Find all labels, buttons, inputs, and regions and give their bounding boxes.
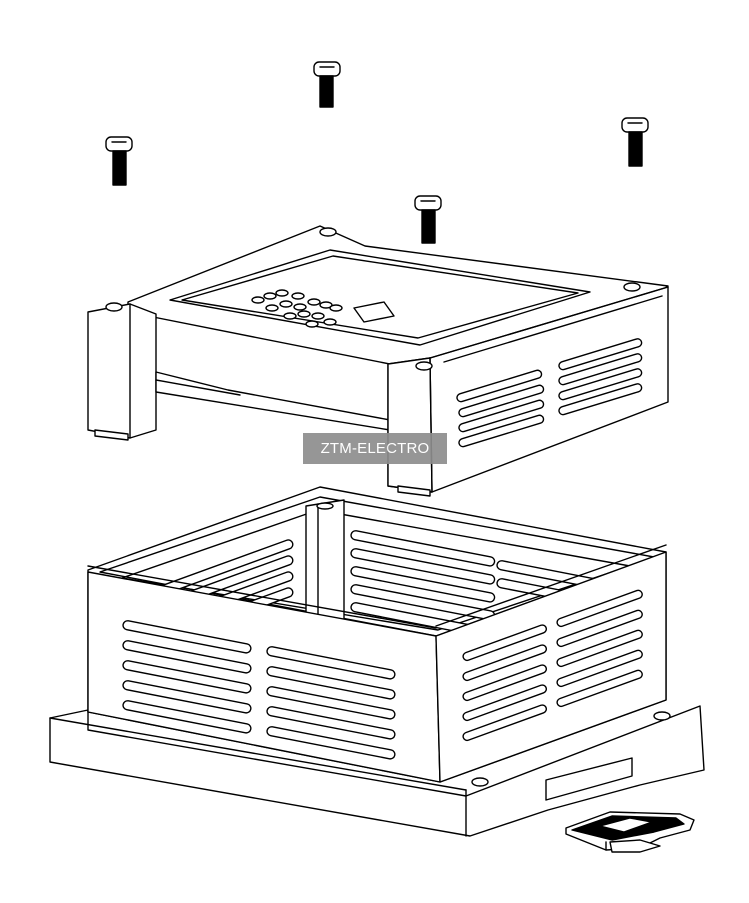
enclosure-lid bbox=[87, 225, 669, 497]
enclosure-base bbox=[49, 486, 705, 837]
screw-1 bbox=[313, 61, 341, 108]
screw-3 bbox=[621, 117, 649, 167]
screw-2 bbox=[105, 136, 133, 186]
watermark-label: ZTM-ELECTRO bbox=[303, 433, 447, 464]
screw-4 bbox=[414, 195, 442, 244]
din-rail-clip bbox=[565, 811, 695, 853]
